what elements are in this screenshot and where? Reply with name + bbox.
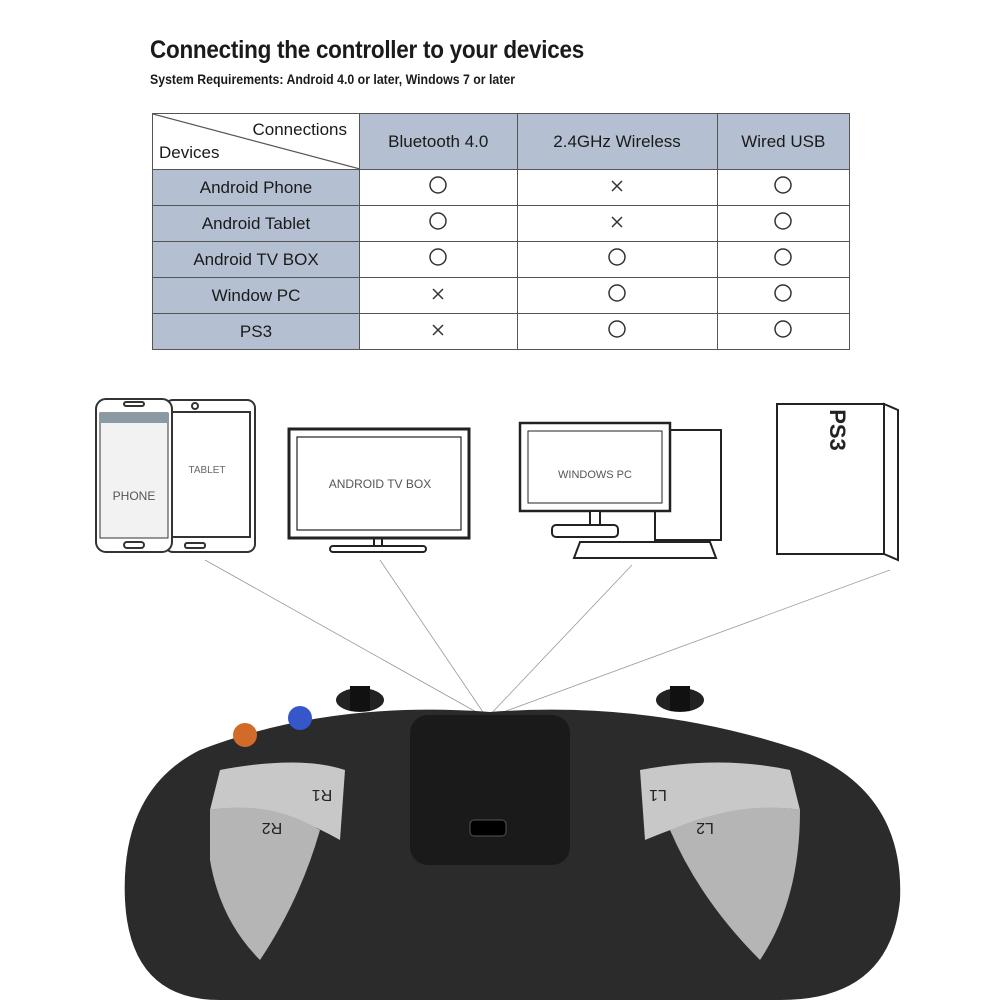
connection-lines [204, 559, 891, 719]
system-requirements: System Requirements: Android 4.0 or late… [150, 71, 516, 87]
supported-mark [716, 241, 851, 278]
l2-label: L2 [696, 819, 714, 836]
device-cell: Android TV BOX [152, 241, 360, 278]
supported-mark [716, 169, 851, 206]
device-cell: Window PC [152, 277, 360, 314]
supported-mark [716, 313, 851, 350]
page-title: Connecting the controller to your device… [150, 36, 585, 64]
column-header: Bluetooth 4.0 [359, 113, 518, 170]
corner-header: Connections Devices [152, 113, 360, 170]
unsupported-mark [516, 169, 718, 206]
supported-mark [516, 313, 718, 350]
table-row: Android TV BOX [152, 241, 851, 278]
pc-icon [518, 421, 722, 559]
gamepad-image [124, 686, 901, 1000]
pc-label: WINDOWS PC [558, 469, 632, 481]
unsupported-mark [516, 205, 718, 242]
column-header: 2.4GHz Wireless [516, 113, 718, 170]
r2-label: R2 [262, 819, 283, 836]
table-row: Android Tablet [152, 205, 851, 242]
devices-label: Devices [159, 143, 220, 162]
supported-mark [359, 205, 518, 242]
device-cell: Android Phone [152, 169, 360, 206]
ps3-logo: PS3 [825, 409, 850, 451]
r1-label: R1 [312, 786, 333, 803]
compatibility-table: Connections Devices Bluetooth 4.0 2.4GHz… [152, 113, 851, 350]
supported-mark [359, 169, 518, 206]
l1-label: L1 [649, 786, 667, 803]
tv-icon [287, 427, 471, 553]
connections-label: Connections [252, 120, 347, 139]
tv-label: ANDROID TV BOX [329, 477, 431, 491]
table-header-row: Connections Devices Bluetooth 4.0 2.4GHz… [152, 113, 851, 170]
phone-label: PHONE [113, 489, 156, 503]
device-cell: Android Tablet [152, 205, 360, 242]
tablet-icon [164, 399, 256, 553]
table-row: PS3 [152, 313, 851, 350]
table-row: Android Phone [152, 169, 851, 206]
unsupported-mark [359, 313, 518, 350]
supported-mark [716, 277, 851, 314]
column-header: Wired USB [716, 113, 851, 170]
table-row: Window PC [152, 277, 851, 314]
diagonal-divider [153, 114, 360, 169]
phone-icon [95, 398, 173, 553]
device-cell: PS3 [152, 313, 360, 350]
tablet-label: TABLET [188, 465, 225, 476]
ps3-icon [776, 402, 899, 562]
